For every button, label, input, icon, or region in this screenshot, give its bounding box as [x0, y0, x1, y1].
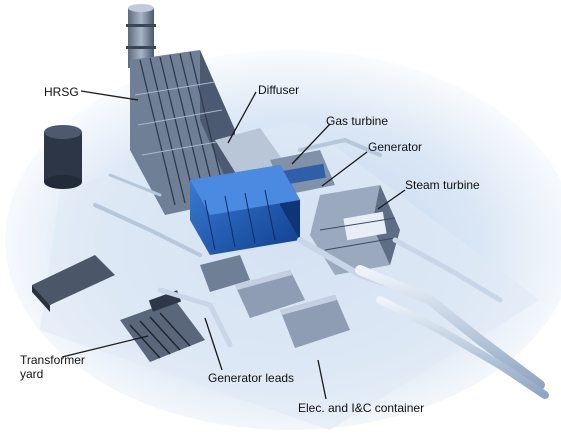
label-steam-turbine: Steam turbine — [405, 178, 480, 192]
leader-lines — [61, 90, 406, 400]
leader-hrsg — [80, 90, 139, 101]
leader-elec-container — [317, 359, 327, 400]
label-transformer-yard: Transformer yard — [20, 353, 85, 381]
leader-gas-turbine — [291, 123, 331, 165]
leader-steam-turbine — [377, 189, 406, 210]
leader-generator — [321, 151, 368, 187]
label-generator-leads: Generator leads — [208, 371, 295, 385]
generator-enclosure — [190, 165, 300, 255]
label-gas-turbine: Gas turbine — [326, 114, 389, 128]
leader-transformer-yard — [61, 335, 149, 358]
storage-tank — [44, 125, 82, 189]
transformer-yard-structure — [120, 290, 205, 362]
steam-turbine-hall — [310, 185, 400, 275]
hrsg-body — [130, 50, 235, 215]
piping — [93, 137, 549, 399]
leader-diffuser — [227, 91, 257, 144]
leader-generator-leads — [204, 317, 223, 371]
label-elec-container: Elec. and I&C container — [298, 401, 425, 415]
label-diffuser: Diffuser — [258, 83, 300, 97]
label-hrsg: HRSG — [44, 85, 79, 99]
label-generator: Generator — [368, 140, 423, 154]
outbuilding — [32, 255, 115, 312]
container-buildings — [200, 255, 350, 348]
